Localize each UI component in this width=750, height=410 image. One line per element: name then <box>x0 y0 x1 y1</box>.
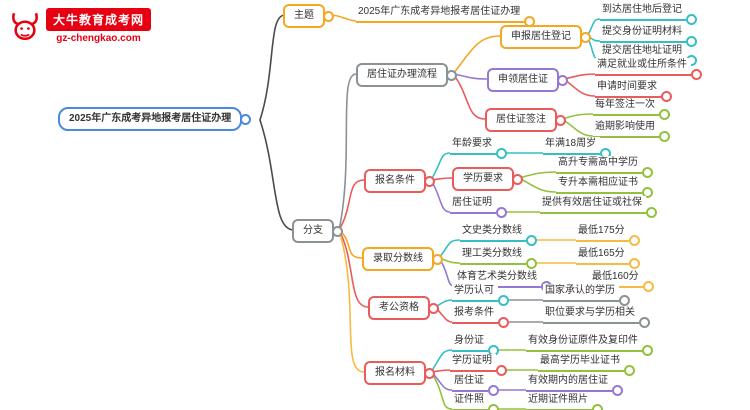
recognition-detail-node[interactable]: 国家承认的学历 <box>543 284 630 306</box>
civil-service-node[interactable]: 考公资格 <box>368 296 439 320</box>
education-leaf-1[interactable]: 高升专需高中学历 <box>556 156 653 178</box>
site-domain: gz-chengkao.com <box>56 33 141 44</box>
recognition-node[interactable]: 学历认可 <box>452 284 509 306</box>
photo-detail-node[interactable]: 近期证件照片 <box>526 393 603 410</box>
apply-leaf-2[interactable]: 申请时间要求 <box>595 80 672 102</box>
diploma-node[interactable]: 学历证明 <box>450 354 507 376</box>
apply-leaf-1[interactable]: 满足就业或住所条件 <box>595 58 702 80</box>
age-detail-node[interactable]: 年满18周岁 <box>543 137 612 159</box>
bull-icon <box>12 12 38 41</box>
branches-node[interactable]: 分支 <box>292 219 343 243</box>
apply-node[interactable]: 申领居住证 <box>487 68 568 92</box>
theme-topic-node[interactable]: 2025年广东成考异地报考居住证办理 <box>356 5 536 27</box>
id-card-detail-node[interactable]: 有效身份证原件及复印件 <box>526 334 653 356</box>
conditions-node[interactable]: 报名条件 <box>364 169 435 193</box>
education-leaf-2[interactable]: 专升本需相应证书 <box>556 176 653 198</box>
theme-node[interactable]: 主题 <box>283 4 334 28</box>
age-node[interactable]: 年龄要求 <box>450 137 507 159</box>
id-card-node[interactable]: 身份证 <box>452 334 499 356</box>
endorsement-leaf-1[interactable]: 每年签注一次 <box>593 98 670 120</box>
register-leaf-2[interactable]: 提交身份证明材料 <box>600 25 697 47</box>
permit-node[interactable]: 居住证 <box>452 374 499 396</box>
site-logo: 大牛教育成考网 gz-chengkao.com <box>8 8 152 44</box>
register-node[interactable]: 申报居住登记 <box>500 25 591 49</box>
permit-detail-node[interactable]: 有效期内的居住证 <box>526 374 623 396</box>
register-leaf-1[interactable]: 到达居住地后登记 <box>600 3 697 25</box>
residence-proof-detail-node[interactable]: 提供有效居住证或社保 <box>540 196 657 218</box>
apply-conditions-node[interactable]: 报考条件 <box>452 306 509 328</box>
apply-conditions-detail-node[interactable]: 职位要求与学历相关 <box>543 306 650 328</box>
scores-node[interactable]: 录取分数线 <box>362 247 443 271</box>
process-node[interactable]: 居住证办理流程 <box>356 63 457 87</box>
endorsement-leaf-2[interactable]: 逾期影响使用 <box>593 120 670 142</box>
liberal-scores-value[interactable]: 最低175分 <box>576 224 640 246</box>
liberal-scores-node[interactable]: 文史类分数线 <box>460 224 537 246</box>
residence-proof-node[interactable]: 居住证明 <box>450 196 507 218</box>
endorsement-node[interactable]: 居住证签注 <box>485 108 566 132</box>
materials-node[interactable]: 报名材料 <box>364 361 435 385</box>
site-name: 大牛教育成考网 <box>46 8 152 31</box>
photo-node[interactable]: 证件照 <box>452 393 499 410</box>
diploma-detail-node[interactable]: 最高学历毕业证书 <box>538 354 635 376</box>
science-scores-node[interactable]: 理工类分数线 <box>460 247 537 269</box>
education-node[interactable]: 学历要求 <box>452 167 523 191</box>
science-scores-value[interactable]: 最低165分 <box>576 247 640 269</box>
root-node[interactable]: 2025年广东成考异地报考居住证办理 <box>58 107 252 131</box>
